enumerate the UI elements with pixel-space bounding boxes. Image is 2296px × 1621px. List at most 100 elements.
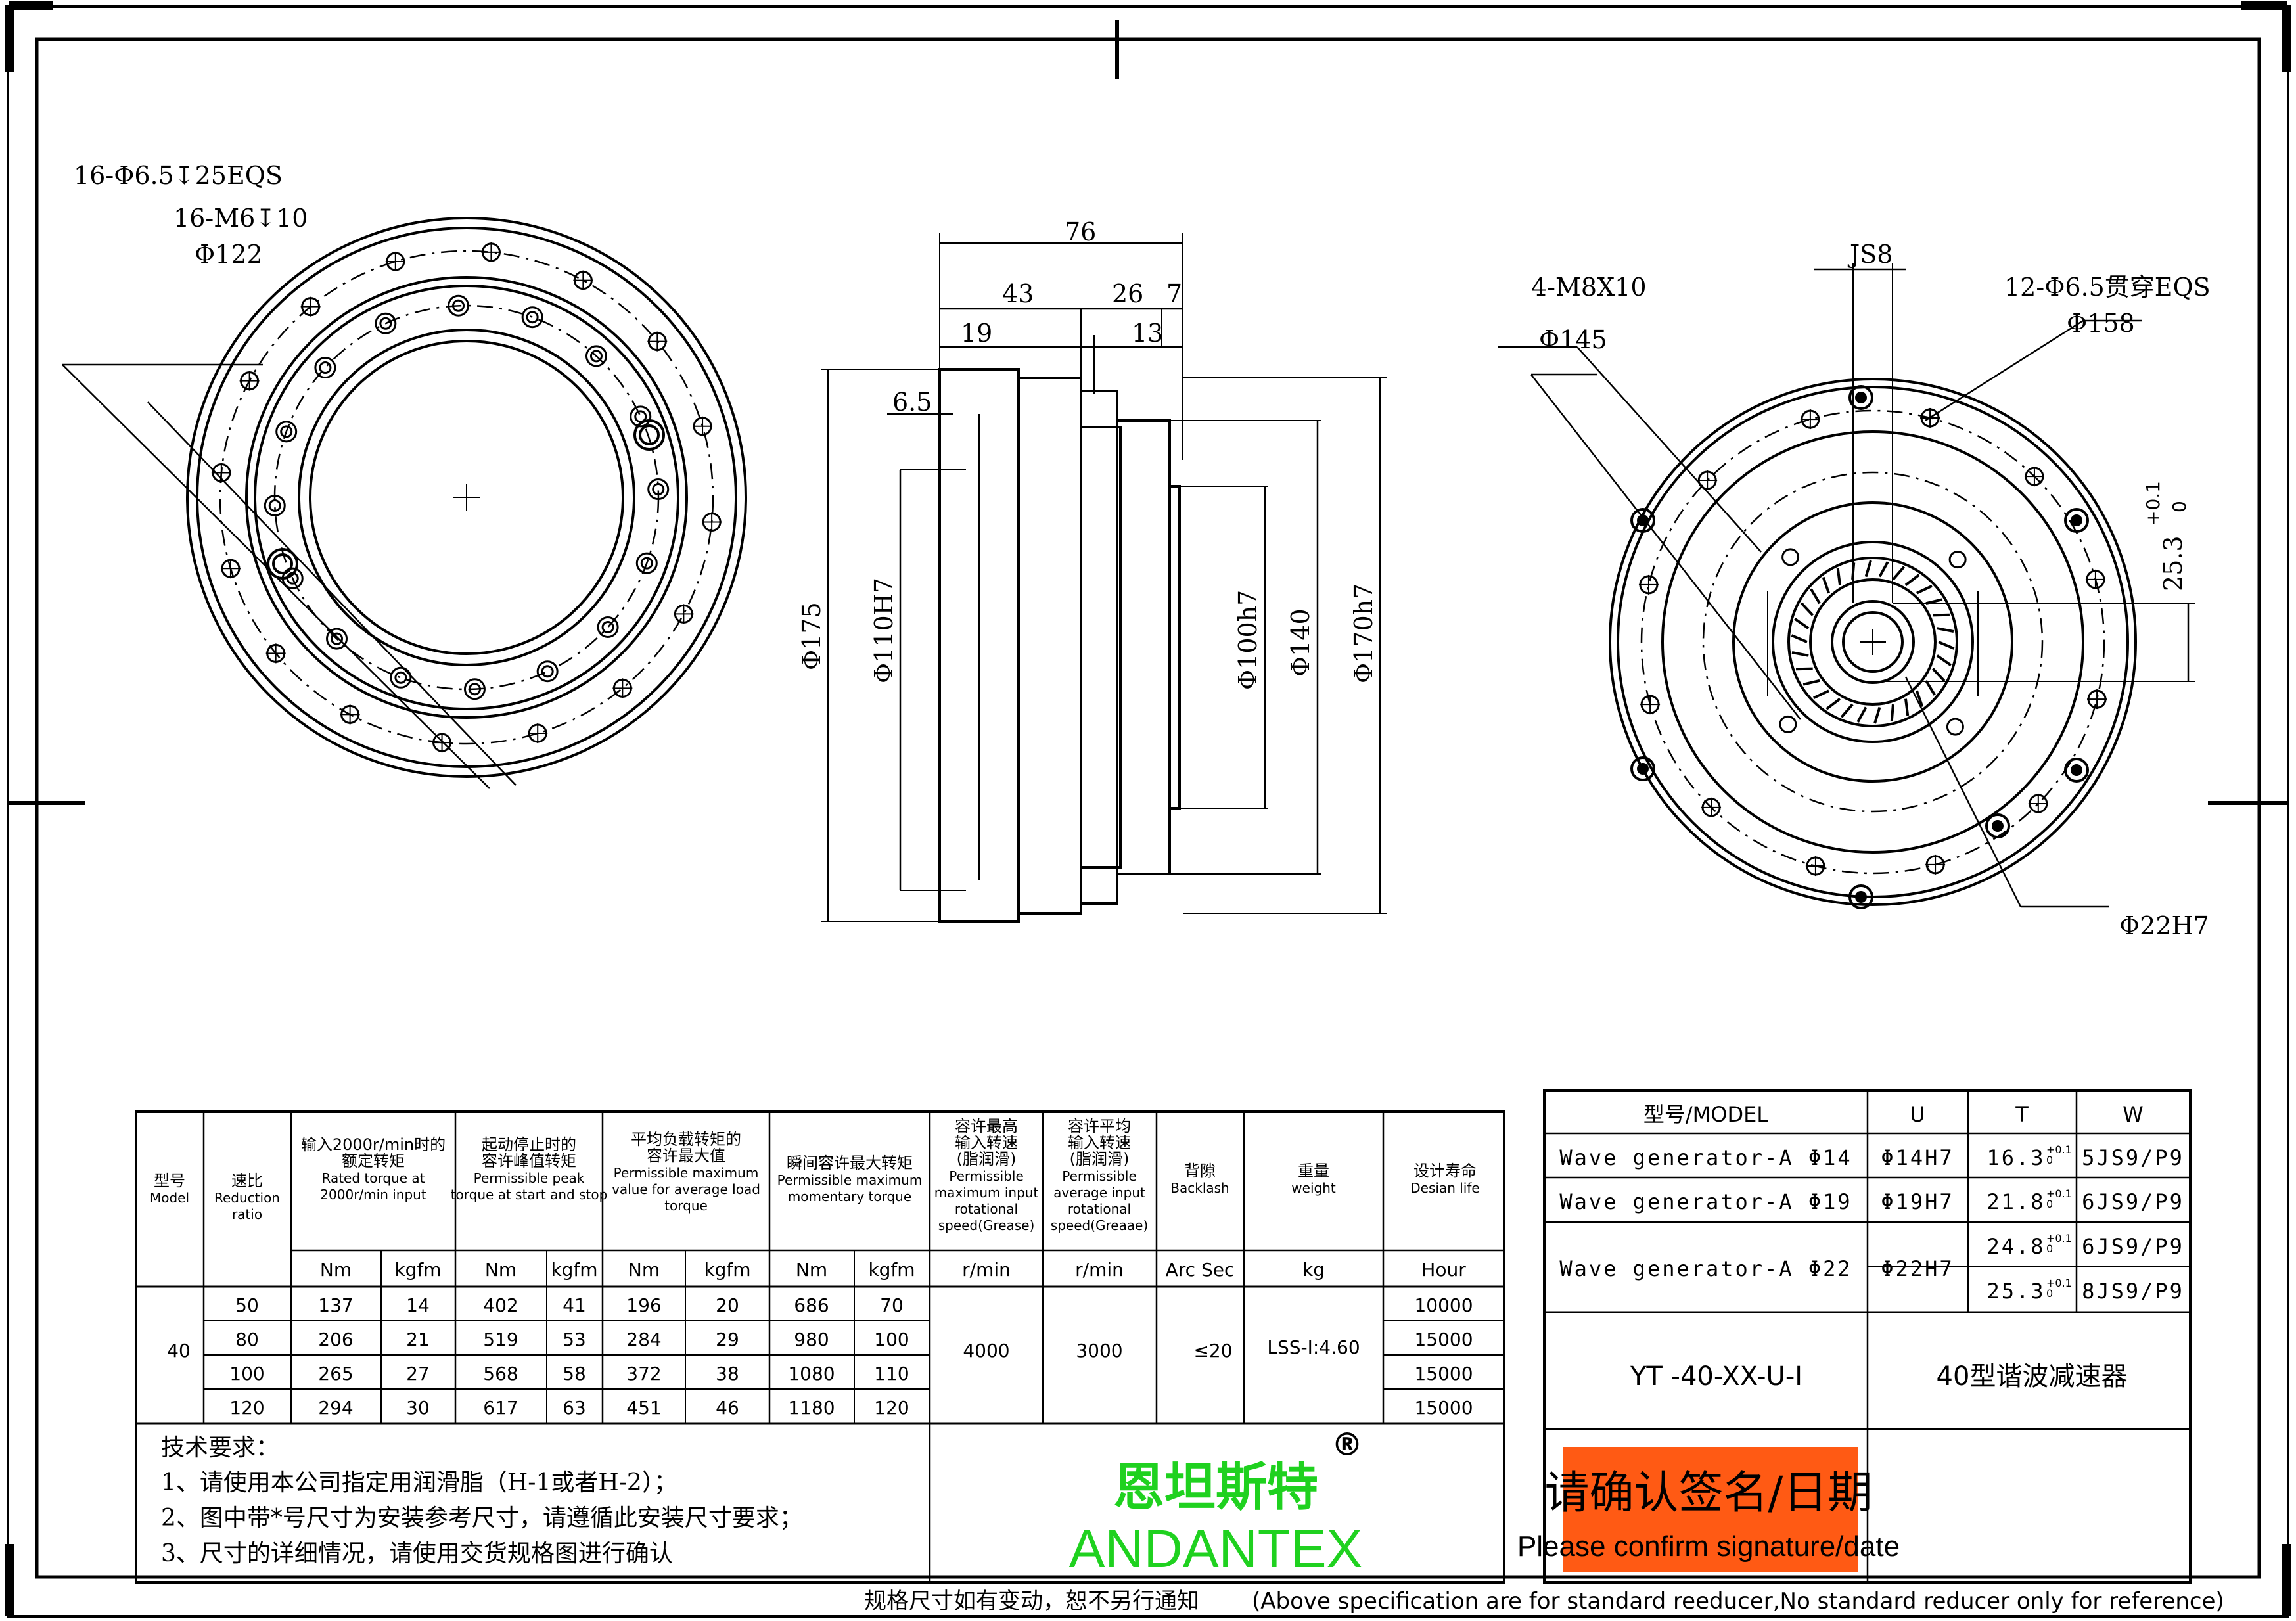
spec-cell: 46 xyxy=(716,1397,739,1419)
spec-cell: 15000 xyxy=(1414,1363,1473,1384)
model-table-model: Wave generator-A Φ14 xyxy=(1559,1145,1852,1170)
model-table-w: 8JS9/P9 xyxy=(2082,1279,2184,1304)
model-code: YT -40-XX-U-I xyxy=(1630,1361,1802,1392)
spec-cell: 50 xyxy=(235,1294,259,1316)
tech-note-3: 3、尺寸的详细情况，请使用交货规格图进行确认 xyxy=(161,1540,673,1567)
through-hole xyxy=(1701,797,1722,817)
model-table-t-tol-upper: +0.1 xyxy=(2046,1277,2072,1289)
spec-header-avg_speed: speed(Greaae) xyxy=(1051,1218,1148,1233)
spec-header-momentary: Permissible maximum xyxy=(777,1172,923,1188)
spec-cell: 29 xyxy=(716,1329,739,1350)
spec-unit: kg xyxy=(1302,1259,1325,1281)
dowel-hole xyxy=(633,419,665,451)
bolt-hole xyxy=(702,512,722,532)
model-table-header: W xyxy=(2123,1102,2144,1127)
confirm-label-cn: 请确认签名/日期 xyxy=(1545,1467,1873,1519)
spec-header-max_speed: (脂润滑) xyxy=(957,1150,1017,1168)
spec-header-model: 型号 xyxy=(154,1172,185,1190)
spec-header-avg: Permissible maximum xyxy=(614,1165,759,1181)
spec-cell: 15000 xyxy=(1414,1329,1473,1350)
bearing-roller xyxy=(1794,617,1810,629)
spec-cell: 519 xyxy=(483,1329,518,1350)
tapped-hole xyxy=(1630,756,1655,781)
spec-cell: 41 xyxy=(563,1294,586,1316)
spec-header-momentary: momentary torque xyxy=(788,1189,911,1204)
model-table-t-tol-upper: +0.1 xyxy=(2046,1187,2072,1200)
bearing-roller xyxy=(1791,634,1808,643)
tapped-hole xyxy=(1985,813,2010,838)
through-hole xyxy=(1697,470,1718,491)
tech-note-1: 1、请使用本公司指定用润滑脂（H-1或者H-2）； xyxy=(161,1469,677,1496)
dim-diameter-140: Φ140 xyxy=(1286,608,1315,677)
spec-cell: 80 xyxy=(235,1329,259,1350)
spec-cell: 137 xyxy=(318,1294,353,1316)
bolt-hole xyxy=(693,416,713,436)
spec-header-avg_speed: rotational xyxy=(1068,1201,1131,1217)
spec-unit: Hour xyxy=(1421,1259,1466,1281)
product-description: 40型谐波减速器 xyxy=(1937,1361,2128,1392)
spec-unit: Nm xyxy=(628,1259,660,1281)
bearing-roller xyxy=(1931,668,1946,682)
bearing-roller xyxy=(1822,576,1830,594)
bearing-roller xyxy=(1825,698,1841,710)
tapped-hole xyxy=(275,421,298,443)
side-view xyxy=(821,233,1387,923)
confirm-signature-box[interactable] xyxy=(1563,1447,1858,1572)
sheet-border xyxy=(5,1,2291,1618)
spec-header-peak: Permissible peak xyxy=(474,1170,585,1186)
bolt-hole xyxy=(239,371,260,391)
spec-cell: 196 xyxy=(626,1294,661,1316)
callout-diameter-122: Φ122 xyxy=(195,240,263,269)
bearing-roller xyxy=(1800,602,1814,616)
tolerance-upper: +0.1 xyxy=(2142,481,2164,526)
spec-cell: 686 xyxy=(794,1294,829,1316)
spec-header-avg_speed: Permissible xyxy=(1062,1168,1137,1184)
spec-cell: 10000 xyxy=(1414,1294,1473,1316)
spec-cell: 70 xyxy=(880,1294,904,1316)
spec-header-avg_speed: average input xyxy=(1053,1185,1145,1200)
dim-diameter-170h7: Φ170h7 xyxy=(1349,583,1378,683)
model-table-t-tol-upper: +0.1 xyxy=(2046,1143,2072,1156)
spec-cell: 1080 xyxy=(788,1363,835,1384)
footer-note-en: (Above specification are for standard re… xyxy=(1252,1588,2224,1614)
callout-keyway-js8: JS8 xyxy=(1847,240,1893,269)
spec-header-rated: 输入2000r/min时的 xyxy=(301,1135,446,1154)
tapped-hole xyxy=(647,478,670,501)
bearing-roller xyxy=(1878,561,1889,578)
bolt-hole xyxy=(340,704,360,725)
model-table-header: 型号/MODEL xyxy=(1643,1102,1768,1127)
spec-cell: 100 xyxy=(874,1329,909,1350)
model-table-w: 6JS9/P9 xyxy=(2082,1234,2184,1259)
bolt-hole xyxy=(220,559,241,579)
spec-header-backlash: Backlash xyxy=(1170,1180,1229,1196)
inner-hole xyxy=(1779,715,1797,733)
spec-cell: 372 xyxy=(626,1363,661,1384)
model-table-t-tol-lower: 0 xyxy=(2046,1243,2053,1255)
model-table-w: 5JS9/P9 xyxy=(2082,1145,2184,1170)
spec-header-max_speed: rotational xyxy=(955,1201,1018,1217)
registered-mark: ® xyxy=(1331,1427,1363,1463)
spec-cell: 294 xyxy=(318,1397,353,1419)
spec-unit: kgfm xyxy=(551,1259,597,1281)
confirm-label-en: Please confirm signature/date xyxy=(1517,1530,1900,1563)
through-hole xyxy=(2024,467,2044,487)
bearing-roller xyxy=(1856,706,1868,723)
spec-cell: 265 xyxy=(318,1363,353,1384)
spec-cell: 402 xyxy=(483,1294,518,1316)
tapped-hole xyxy=(1848,884,1873,909)
bearing-roller xyxy=(1813,689,1829,700)
through-hole xyxy=(1925,854,1946,875)
through-hole xyxy=(2028,793,2048,813)
spec-unit: Nm xyxy=(485,1259,517,1281)
bearing-roller xyxy=(1890,704,1894,721)
spec-header-ratio: 速比 xyxy=(231,1172,263,1190)
spec-header-weight: 重量 xyxy=(1298,1162,1329,1180)
model-table-w: 6JS9/P9 xyxy=(2082,1189,2184,1214)
tapped-hole xyxy=(536,660,559,683)
tapped-hole xyxy=(314,357,336,379)
tapped-hole xyxy=(2064,758,2089,783)
bearing-roller xyxy=(1925,679,1936,696)
